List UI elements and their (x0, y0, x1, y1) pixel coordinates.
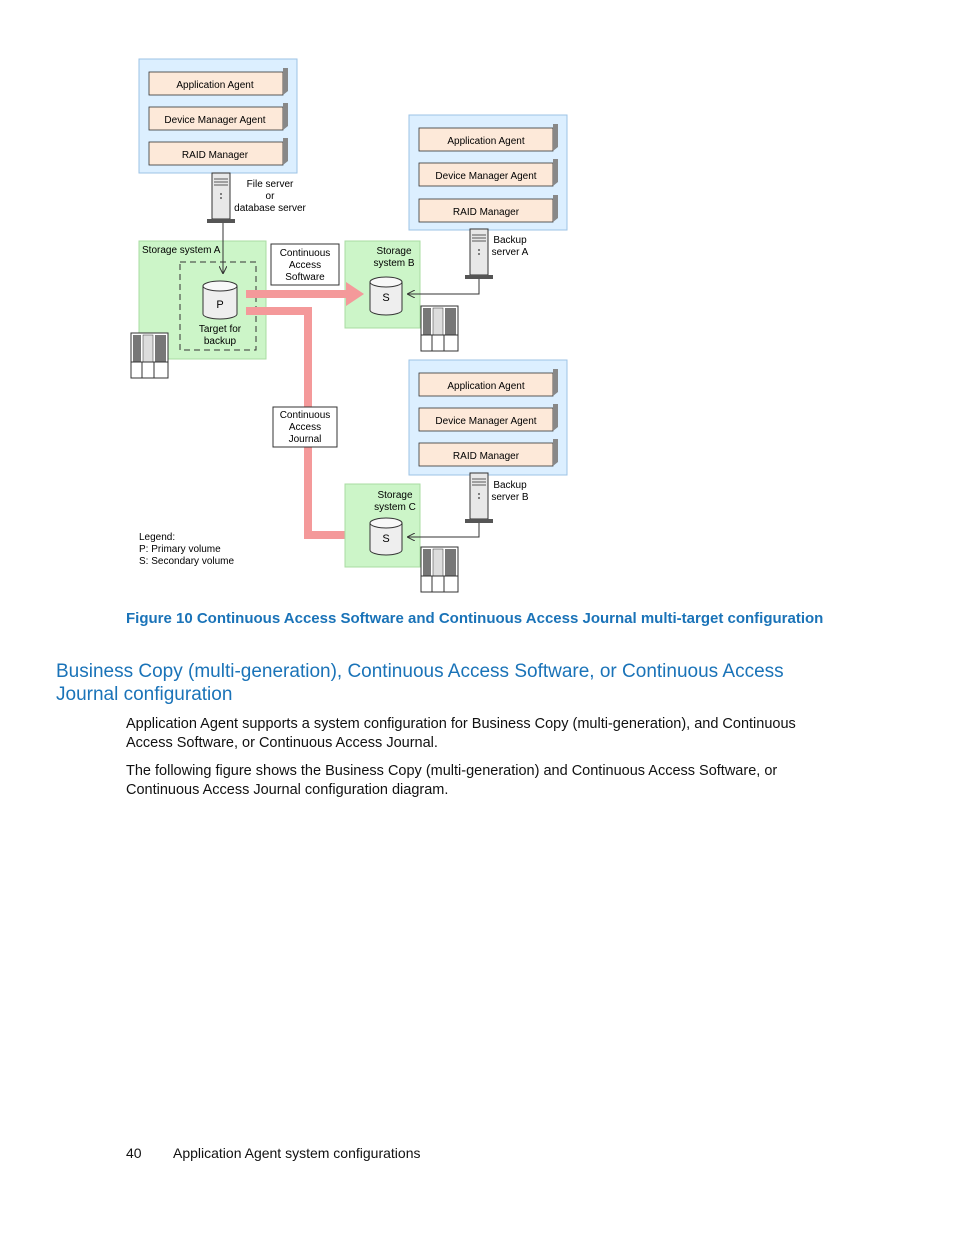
secondary-volume-b-icon: S (369, 276, 403, 316)
host-backup-server-b: Application Agent Device Manager Agent R… (408, 359, 568, 476)
agent-box-raid-manager: RAID Manager (418, 195, 558, 223)
backup-server-b-label-line1: Backup (493, 480, 527, 491)
secondary-volume-c-letter: S (382, 533, 389, 545)
footer-title: Application Agent system configurations (173, 1145, 421, 1161)
agent-box-application: Application Agent (418, 124, 558, 152)
agent-box-application: Application Agent (148, 68, 288, 96)
primary-volume-icon: P (202, 280, 238, 320)
device-manager-agent-label: Device Manager Agent (435, 416, 536, 427)
backup-server-a-label-line2: server A (492, 247, 529, 258)
target-label-line1: Target for (199, 324, 242, 335)
device-manager-agent-label: Device Manager Agent (435, 171, 536, 182)
storage-b-label-line1: Storage (376, 246, 411, 257)
backup-server-b-icon (465, 472, 493, 523)
agent-box-raid-manager: RAID Manager (148, 138, 288, 166)
legend: Legend: P: Primary volume S: Secondary v… (139, 532, 234, 567)
legend-title: Legend: (139, 532, 175, 543)
storage-c-label-line1: Storage (377, 490, 412, 501)
file-server-label-line3: database server (234, 203, 306, 214)
file-server-label-line2: or (266, 191, 276, 202)
raid-manager-label: RAID Manager (453, 207, 520, 218)
secondary-volume-c-icon: S (369, 517, 403, 556)
backup-server-a-label-line1: Backup (493, 235, 527, 246)
cas-label-box: Continuous Access Software (270, 243, 340, 286)
application-agent-label: Application Agent (447, 381, 525, 392)
host-backup-server-a: Application Agent Device Manager Agent R… (408, 114, 568, 231)
disk-array-b-icon (420, 305, 459, 352)
cas-label-line1: Continuous (280, 248, 331, 259)
agent-box-raid-manager: RAID Manager (418, 439, 558, 467)
application-agent-label: Application Agent (176, 80, 254, 91)
caj-label-line2: Access (289, 422, 321, 433)
device-manager-agent-label: Device Manager Agent (164, 115, 265, 126)
legend-primary: P: Primary volume (139, 544, 221, 555)
agent-box-device-manager: Device Manager Agent (418, 159, 558, 187)
body-paragraph-2: The following figure shows the Business … (126, 763, 778, 798)
storage-c-label-line2: system C (374, 502, 416, 513)
caj-label-box: Continuous Access Journal (272, 406, 338, 448)
page-number: 40 (126, 1145, 142, 1161)
secondary-volume-b-letter: S (382, 292, 389, 304)
primary-volume-letter: P (216, 299, 223, 311)
cas-label-line3: Software (285, 272, 325, 283)
target-label-line2: backup (204, 336, 237, 347)
disk-array-a-icon (130, 332, 169, 379)
body-paragraph-1: Application Agent supports a system conf… (126, 716, 796, 751)
configuration-diagram: Application Agent Device Manager Agent R… (130, 58, 568, 593)
agent-box-application: Application Agent (418, 369, 558, 397)
backup-server-b-label-line2: server B (491, 492, 529, 503)
backup-b-to-volume-c-arrow (408, 523, 480, 537)
legend-secondary: S: Secondary volume (139, 556, 234, 567)
disk-array-c-icon (420, 546, 459, 593)
backup-server-a-icon (465, 228, 493, 279)
storage-a-label: Storage system A (142, 245, 221, 256)
backup-a-to-volume-b-arrow (408, 279, 480, 294)
raid-manager-label: RAID Manager (453, 451, 520, 462)
agent-box-device-manager: Device Manager Agent (148, 103, 288, 131)
storage-b-label-line2: system B (373, 258, 414, 269)
continuous-access-software-arrow (246, 282, 364, 306)
file-server-icon (207, 172, 235, 223)
caj-label-line3: Journal (289, 434, 322, 445)
application-agent-label: Application Agent (447, 136, 525, 147)
section-heading: Business Copy (multi-generation), Contin… (56, 661, 784, 705)
agent-box-device-manager: Device Manager Agent (418, 404, 558, 432)
figure-caption: Figure 10 Continuous Access Software and… (126, 610, 824, 627)
raid-manager-label: RAID Manager (182, 150, 249, 161)
host-file-server: Application Agent Device Manager Agent R… (138, 58, 298, 174)
cas-label-line2: Access (289, 260, 321, 271)
file-server-label-line1: File server (247, 179, 294, 190)
caj-label-line1: Continuous (280, 410, 331, 421)
